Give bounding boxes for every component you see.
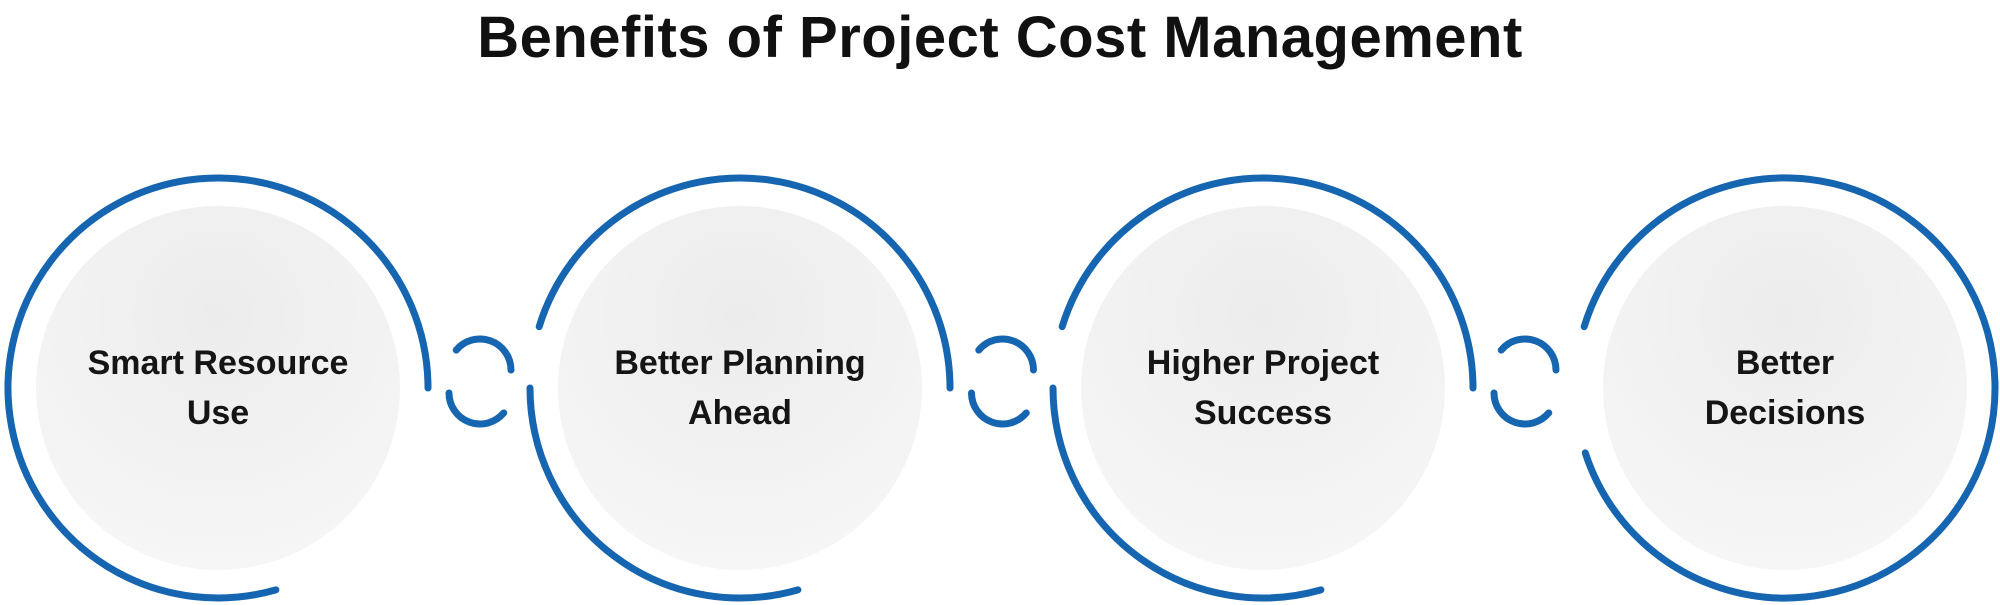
benefit-disc-1 xyxy=(36,206,400,570)
diagram-title: Benefits of Project Cost Management xyxy=(477,5,1523,70)
connector-lower-2 xyxy=(968,389,1030,428)
benefit-label-line: Higher Project xyxy=(1146,344,1380,382)
benefit-ring-3-upper xyxy=(1058,174,1477,392)
benefit-ring-4 xyxy=(1580,174,1999,602)
connector-upper-3 xyxy=(1497,335,1560,374)
benefit-label-line: Use xyxy=(186,394,250,432)
benefit-ring-2-upper xyxy=(535,174,954,392)
benefit-disc-3 xyxy=(1081,206,1445,570)
benefit-ring-2-lower xyxy=(526,384,802,602)
benefit-ring-3-lower xyxy=(1049,384,1325,602)
benefit-label-line: Ahead xyxy=(688,394,792,432)
connector-lower-1 xyxy=(445,389,508,428)
benefit-ring-1 xyxy=(4,174,432,602)
benefit-label-line: Success xyxy=(1194,394,1332,432)
benefit-disc-2 xyxy=(558,206,922,570)
benefit-label-line: Decisions xyxy=(1704,394,1866,432)
connector-upper-1 xyxy=(452,335,515,374)
benefit-label-line: Better Planning xyxy=(614,344,866,382)
benefit-label-line: Smart Resource xyxy=(87,344,349,382)
benefit-disc-4 xyxy=(1603,206,1967,570)
connector-upper-2 xyxy=(975,335,1037,374)
connector-lower-3 xyxy=(1490,389,1553,428)
benefit-label-line: Better xyxy=(1735,344,1835,382)
